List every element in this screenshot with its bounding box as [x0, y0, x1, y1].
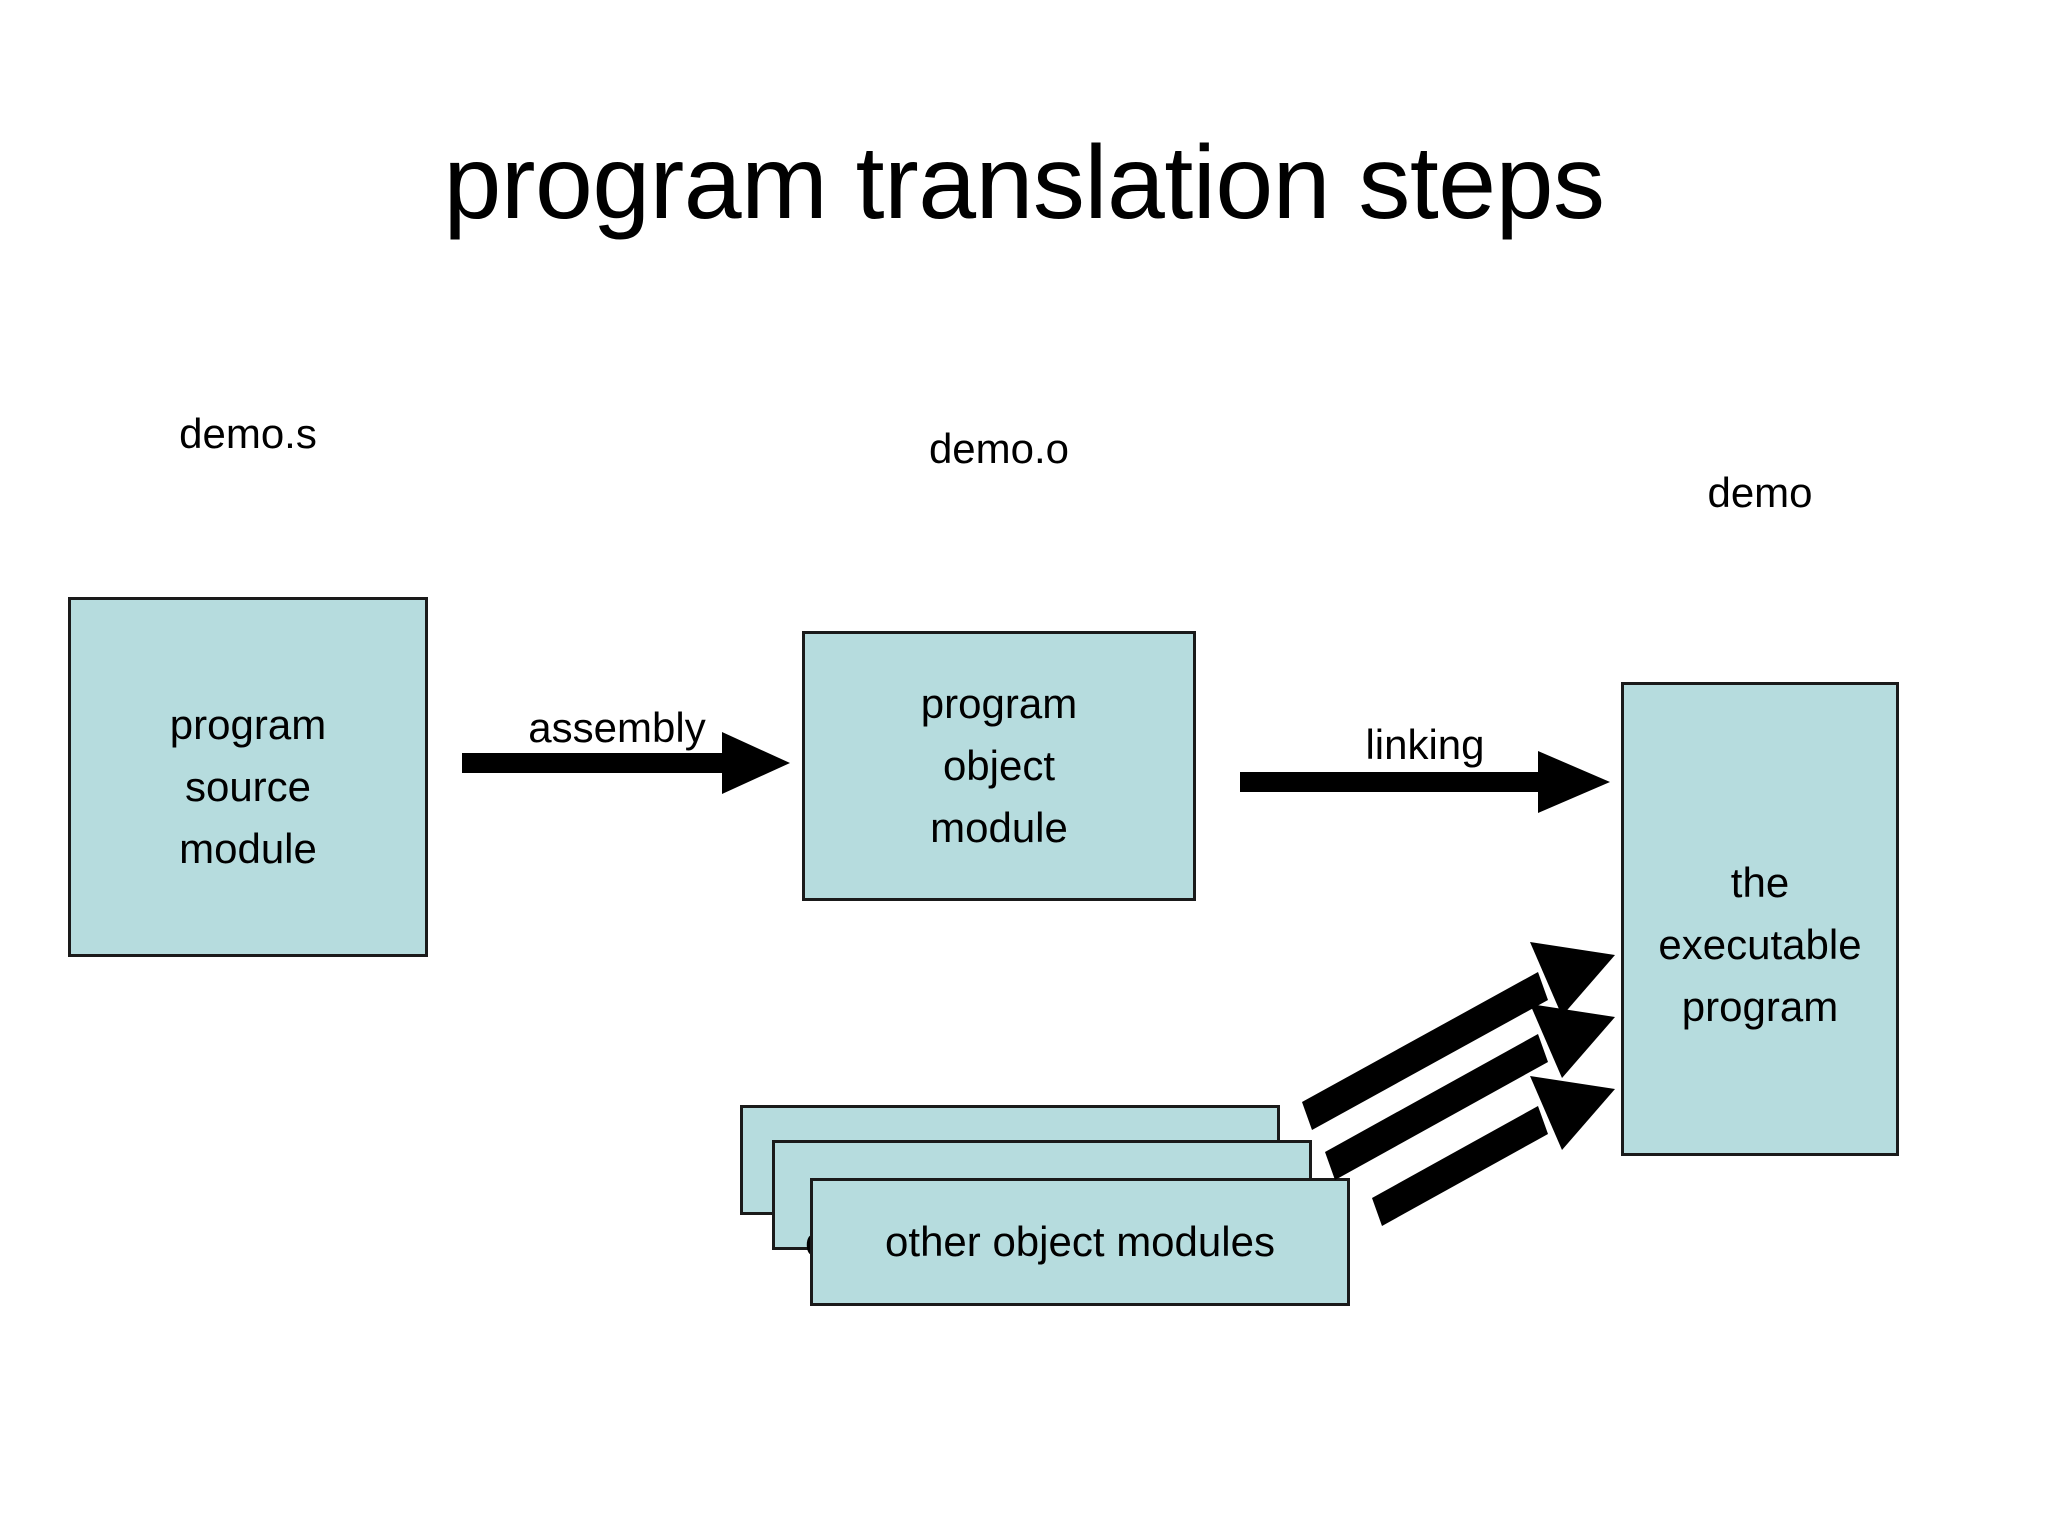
node-label-program-source-module: program source module — [169, 701, 327, 872]
node-other-object-modules-front[interactable]: other object modules — [810, 1178, 1350, 1306]
edge-label-assembly: assembly — [528, 704, 706, 751]
node-program-source-module[interactable]: program source module — [68, 597, 428, 957]
node-executable-program[interactable]: the executable program — [1621, 682, 1899, 1156]
edge-label-linking: linking — [1365, 721, 1485, 768]
arrow-other-modules-2 — [1325, 1004, 1615, 1180]
arrow-other-modules-3 — [1372, 1076, 1615, 1226]
node-label-program-object-module: program object module — [920, 680, 1078, 851]
page-title: program translation steps — [443, 125, 1605, 241]
node-label-executable-program: the executable program — [1658, 859, 1862, 1030]
arrow-other-modules-1 — [1302, 942, 1615, 1130]
node-label-other-object-modules: other object modules — [885, 1218, 1275, 1265]
caption-demo-s: demo.s — [179, 410, 317, 457]
caption-demo-o: demo.o — [928, 425, 1070, 472]
node-program-object-module[interactable]: program object module — [802, 631, 1196, 901]
caption-demo: demo — [1707, 469, 1813, 516]
